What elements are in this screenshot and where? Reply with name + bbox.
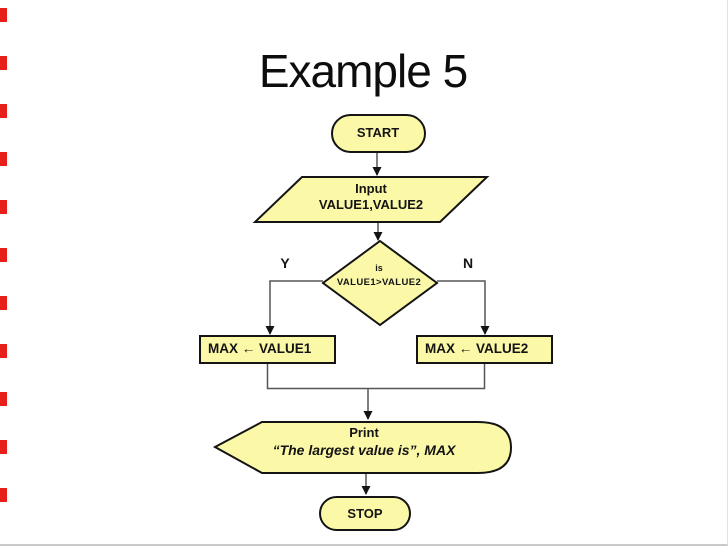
node-stop-terminator (319, 496, 411, 531)
node-assign-left-process (199, 335, 336, 364)
node-start-terminator (331, 114, 426, 153)
node-input-parallelogram (252, 176, 490, 223)
node-print-display (212, 421, 513, 474)
input-node-label: Input VALUE1,VALUE2 (319, 181, 423, 213)
slide-edge-mark (0, 248, 7, 262)
assign-right-node-label: MAX ← VALUE2 (425, 341, 529, 356)
decision-node-line2: VALUE1>VALUE2 (336, 277, 422, 288)
branch-label-yes: Y (280, 255, 290, 271)
input-node-line2: VALUE1,VALUE2 (318, 197, 424, 212)
print-node-line2: “The largest value is”, MAX (272, 442, 456, 458)
node-assign-right-process (416, 335, 553, 364)
decision-node-line1: is (375, 263, 383, 273)
slide-title: Example 5 (258, 45, 468, 97)
slide-edge-mark (0, 488, 7, 502)
slide-edge-mark (0, 440, 7, 454)
slide-edge-mark (0, 200, 7, 214)
start-node-label: START (356, 125, 400, 140)
print-node-line1: Print (349, 425, 379, 440)
slide-edge-mark (0, 104, 7, 118)
edge-decision-no (437, 280, 490, 335)
slide-edge-mark (0, 152, 7, 166)
edge-decision-yes (265, 280, 323, 335)
slide-edge-mark (0, 296, 7, 310)
slide-edge-mark (0, 392, 7, 406)
input-node-line1: Input (355, 181, 387, 196)
edge-merge (266, 363, 486, 390)
slide-edge-mark (0, 56, 7, 70)
assign-left-node-label: MAX ← VALUE1 (208, 341, 312, 356)
node-decision-diamond (321, 239, 439, 327)
slide-edge-mark (0, 8, 7, 22)
branch-label-no: N (462, 255, 474, 271)
slide-edge-mark (0, 344, 7, 358)
stop-node-label: STOP (347, 506, 383, 521)
